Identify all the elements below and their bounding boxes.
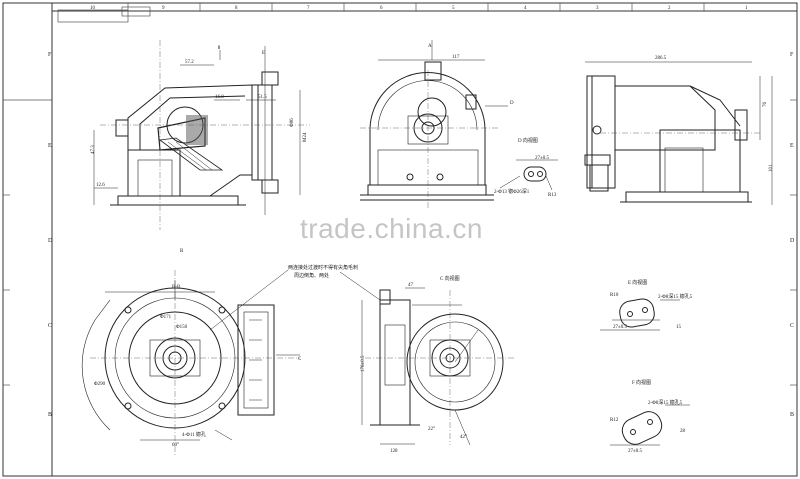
front-section-view bbox=[93, 46, 301, 215]
dimension-label: 57.2 bbox=[185, 60, 194, 65]
section-arrow-label: C bbox=[298, 357, 302, 362]
d-view-detail bbox=[499, 159, 558, 191]
zone-number: 7 bbox=[307, 6, 310, 11]
zone-number: 1 bbox=[745, 6, 748, 11]
top-right-labels: 286.5 76 101 bbox=[655, 56, 774, 172]
dimension-label: 51.5 bbox=[258, 95, 267, 100]
dimension-label: 2-Φ8深15 锪孔5 bbox=[648, 399, 683, 406]
f-view-detail bbox=[610, 404, 690, 446]
annotation-note: 两连接处过渡时不得有尖角毛刺 bbox=[288, 264, 358, 271]
zone-letter: F bbox=[790, 52, 794, 58]
zone-letter: C bbox=[790, 323, 794, 329]
side-zone-letters: F E D C B F E D C B bbox=[48, 52, 795, 418]
dimension-label: 12.6 bbox=[96, 183, 105, 188]
dimension-label: Φ150 bbox=[176, 325, 188, 330]
dimension-label: 2-Φ13 锪Φ26深1 bbox=[494, 188, 530, 195]
zone-letter: F bbox=[48, 52, 52, 58]
dimension-label: 101 bbox=[769, 164, 774, 172]
dimension-label: 47.3 bbox=[91, 145, 96, 154]
zone-letter: D bbox=[790, 238, 795, 244]
d-view-labels: D 向视图 27±0.5 2-Φ13 锪Φ26深1 R13 bbox=[494, 137, 557, 198]
dimension-label: M24 bbox=[303, 132, 308, 142]
base-plate bbox=[117, 195, 239, 206]
dimension-label: 15 bbox=[676, 325, 682, 330]
dimension-label: 2-Φ8深15 锪孔5 bbox=[658, 293, 693, 300]
center-lines bbox=[90, 40, 760, 455]
zone-number: 4 bbox=[524, 6, 527, 11]
section-arrow-label: B bbox=[180, 249, 184, 254]
dimension-label: Φ290 bbox=[94, 382, 106, 387]
zone-number: 2 bbox=[668, 6, 671, 11]
slot-outline bbox=[523, 166, 547, 182]
e-view-detail bbox=[600, 298, 680, 331]
mount-plate bbox=[379, 299, 411, 426]
detail-view-title: C 向视图 bbox=[440, 275, 460, 282]
annotation-note: 周边倒角、两处 bbox=[294, 272, 329, 279]
dimension-label: 60° bbox=[172, 443, 179, 448]
slot-outline bbox=[619, 298, 655, 328]
zone-number: 10 bbox=[90, 6, 96, 11]
top-port bbox=[417, 97, 447, 127]
detail-view-title: D 向视图 bbox=[518, 137, 538, 144]
dimension-label: 176±0.5 bbox=[361, 355, 366, 372]
zone-letter: D bbox=[48, 238, 53, 244]
side-view-labels: A D 117 bbox=[428, 44, 514, 106]
dimension-label: R10 bbox=[610, 293, 619, 298]
inner-frame bbox=[51, 10, 798, 477]
dimension-label: 42° bbox=[460, 435, 467, 440]
top-zone-strip bbox=[57, 3, 705, 23]
bottom-center-labels: C 向视图 两连接处过渡时不得有尖角毛刺 周边倒角、两处 47 176±0.5 … bbox=[288, 264, 467, 454]
section-arrow-label: A bbox=[428, 44, 432, 49]
bottom-left-view bbox=[81, 269, 300, 441]
view-label: Ⅱ bbox=[218, 45, 220, 51]
detail-view-title: F 向视图 bbox=[632, 379, 651, 386]
top-right-view bbox=[584, 61, 773, 205]
zone-letter: B bbox=[48, 412, 52, 418]
zone-letter: C bbox=[48, 323, 52, 329]
dimension-label: 286.5 bbox=[655, 56, 667, 61]
f-view-labels: F 向视图 R12 2-Φ8深15 锪孔5 28 27±0.5 bbox=[610, 379, 686, 454]
zone-number: 8 bbox=[235, 6, 238, 11]
dimension-label: 117 bbox=[452, 55, 460, 60]
dimension-label: Φ86 bbox=[290, 118, 295, 127]
dimension-label: 27±0.5 bbox=[628, 449, 642, 454]
side-view bbox=[360, 40, 508, 201]
dimension-label: 28 bbox=[680, 429, 686, 434]
dimension-label: 128 bbox=[390, 449, 398, 454]
zone-number: 9 bbox=[162, 6, 165, 11]
section-arrow-label: E bbox=[262, 51, 265, 56]
dimension-label: 27±0.5 bbox=[613, 325, 627, 330]
watermark: trade.china.cn bbox=[300, 213, 483, 244]
detail-view-title: E 向视图 bbox=[628, 279, 647, 286]
dimension-label: 27±0.5 bbox=[535, 156, 549, 161]
zone-number: 6 bbox=[380, 6, 383, 11]
end-flange bbox=[586, 75, 616, 189]
view-label: B-B bbox=[172, 285, 181, 290]
section-arrow-label: D bbox=[510, 101, 514, 106]
zone-number: 5 bbox=[452, 6, 455, 11]
zone-letter: E bbox=[48, 143, 52, 149]
gear-stack bbox=[237, 304, 275, 416]
top-zone-numbers: 10 9 8 7 6 5 4 3 2 1 bbox=[90, 6, 748, 11]
bottom-left-labels: B-B C Φ150 Φ171 Φ290 4-Φ11 锪孔 60° bbox=[94, 285, 302, 448]
housing-outline bbox=[369, 72, 486, 186]
dimension-label: 47 bbox=[408, 283, 414, 288]
e-view-labels: E 向视图 R10 2-Φ8深15 锪孔5 27±0.5 15 bbox=[610, 279, 693, 330]
dimension-label: 22° bbox=[428, 427, 435, 432]
dimension-label: R12 bbox=[610, 418, 619, 423]
zone-number: 3 bbox=[596, 6, 599, 11]
zone-letter: B bbox=[790, 412, 794, 418]
dimension-label: R13 bbox=[548, 193, 557, 198]
dimension-label: 16.8 bbox=[215, 95, 224, 100]
dimension-label: Φ171 bbox=[160, 315, 172, 320]
slot-outline bbox=[621, 411, 663, 445]
dimension-label: 4-Φ11 锪孔 bbox=[182, 431, 206, 438]
dimension-label: 76 bbox=[763, 102, 768, 108]
front-section-labels: Ⅱ E B 57.2 16.8 51.5 Φ86 M24 47.3 12.6 bbox=[91, 45, 308, 254]
zone-letter: E bbox=[790, 143, 794, 149]
